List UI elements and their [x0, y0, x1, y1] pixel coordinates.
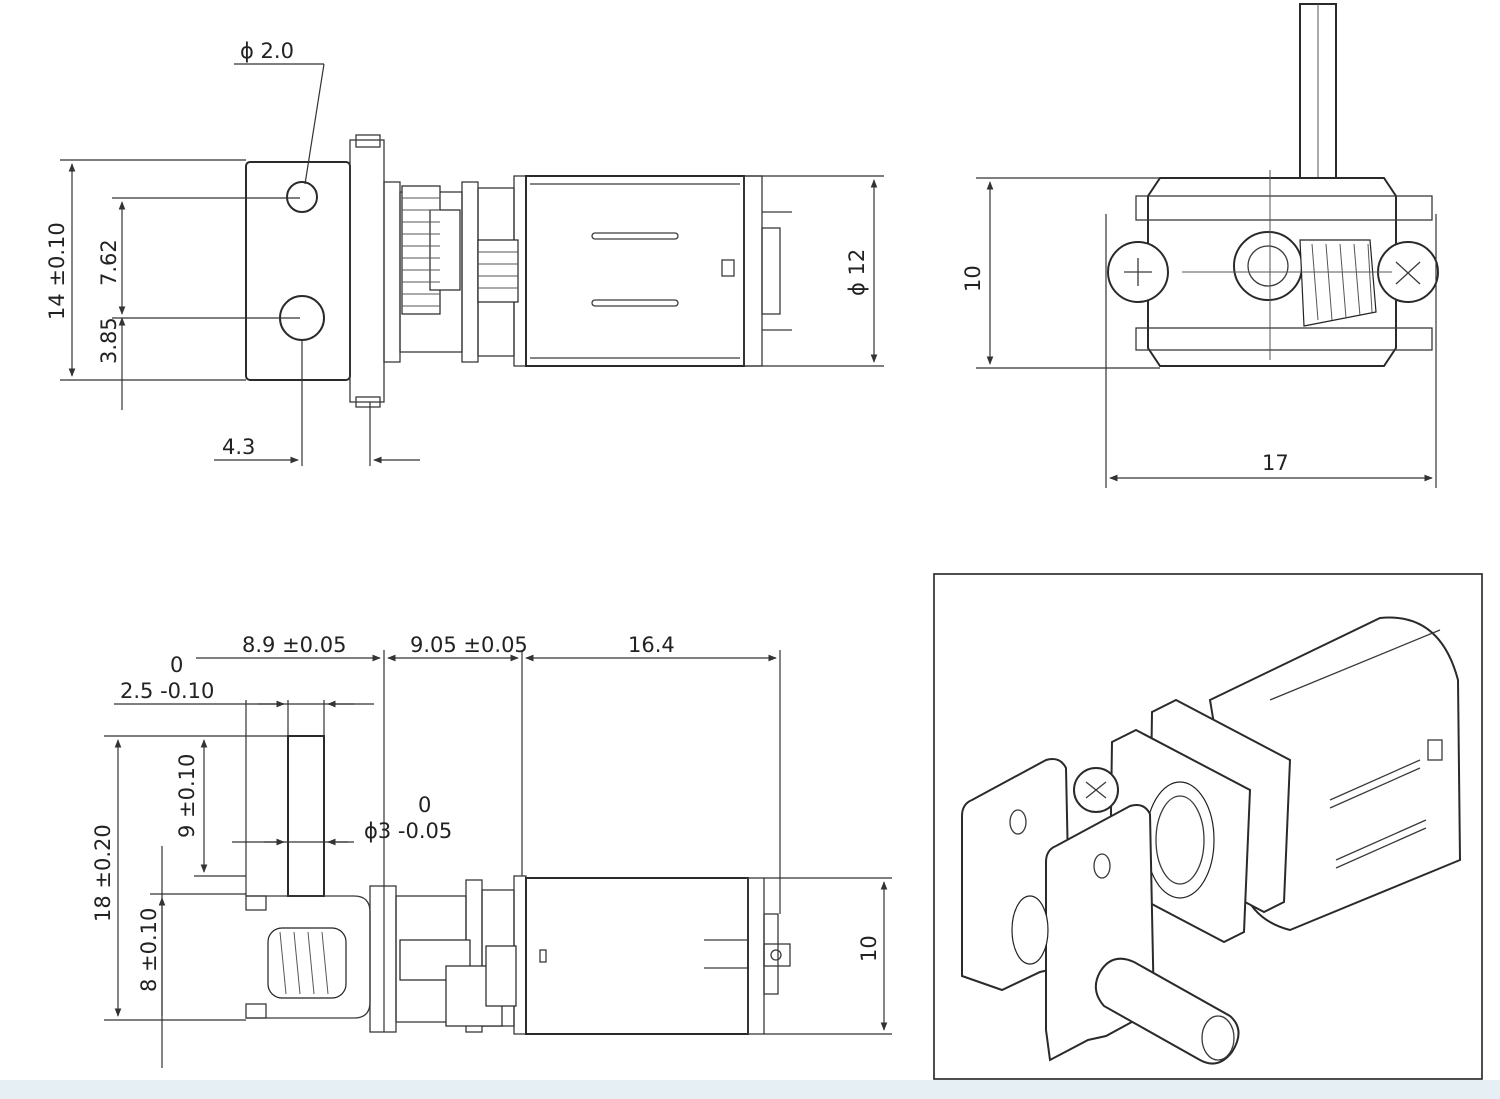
- height-8-label: 8 ±0.10: [137, 908, 161, 992]
- bottom-band: [0, 1080, 1500, 1099]
- offset-43-label: 4.3: [222, 435, 255, 459]
- top-left-view: ϕ 2.0 14 ±0.10 7.62 3.85 4.3 ϕ 12: [45, 39, 884, 466]
- spacing-762-label: 7.62: [97, 239, 121, 286]
- shaft-diameter-label: ϕ3 -0.05: [364, 819, 452, 843]
- motor-height-10-label: 10: [857, 935, 881, 962]
- shaft-width-label: 2.5 -0.10: [120, 679, 214, 703]
- motor-diameter-label: ϕ 12: [845, 249, 869, 296]
- height-14-label: 14 ±0.10: [45, 222, 69, 320]
- length-905-label: 9.05 ±0.05: [410, 633, 528, 657]
- spacing-385-label: 3.85: [97, 317, 121, 364]
- tolerance-zero-shaft-label: 0: [418, 793, 431, 817]
- hole-diameter-label: ϕ 2.0: [240, 39, 294, 63]
- bottom-left-view: 8.9 ±0.05 9.05 ±0.05 16.4 0 2.5 -0.10 0 …: [91, 633, 892, 1068]
- length-164-label: 16.4: [628, 633, 675, 657]
- top-right-view: 10 17: [961, 3, 1439, 488]
- side-height-label: 10: [961, 265, 985, 292]
- shaft-length-9-label: 9 ±0.10: [175, 754, 199, 838]
- length-89-label: 8.9 ±0.05: [242, 633, 346, 657]
- isometric-view: [933, 573, 1483, 1080]
- width-17-label: 17: [1262, 451, 1289, 475]
- total-height-18-label: 18 ±0.20: [91, 824, 115, 922]
- small-hole: [286, 181, 318, 213]
- tolerance-zero-label: 0: [170, 653, 183, 677]
